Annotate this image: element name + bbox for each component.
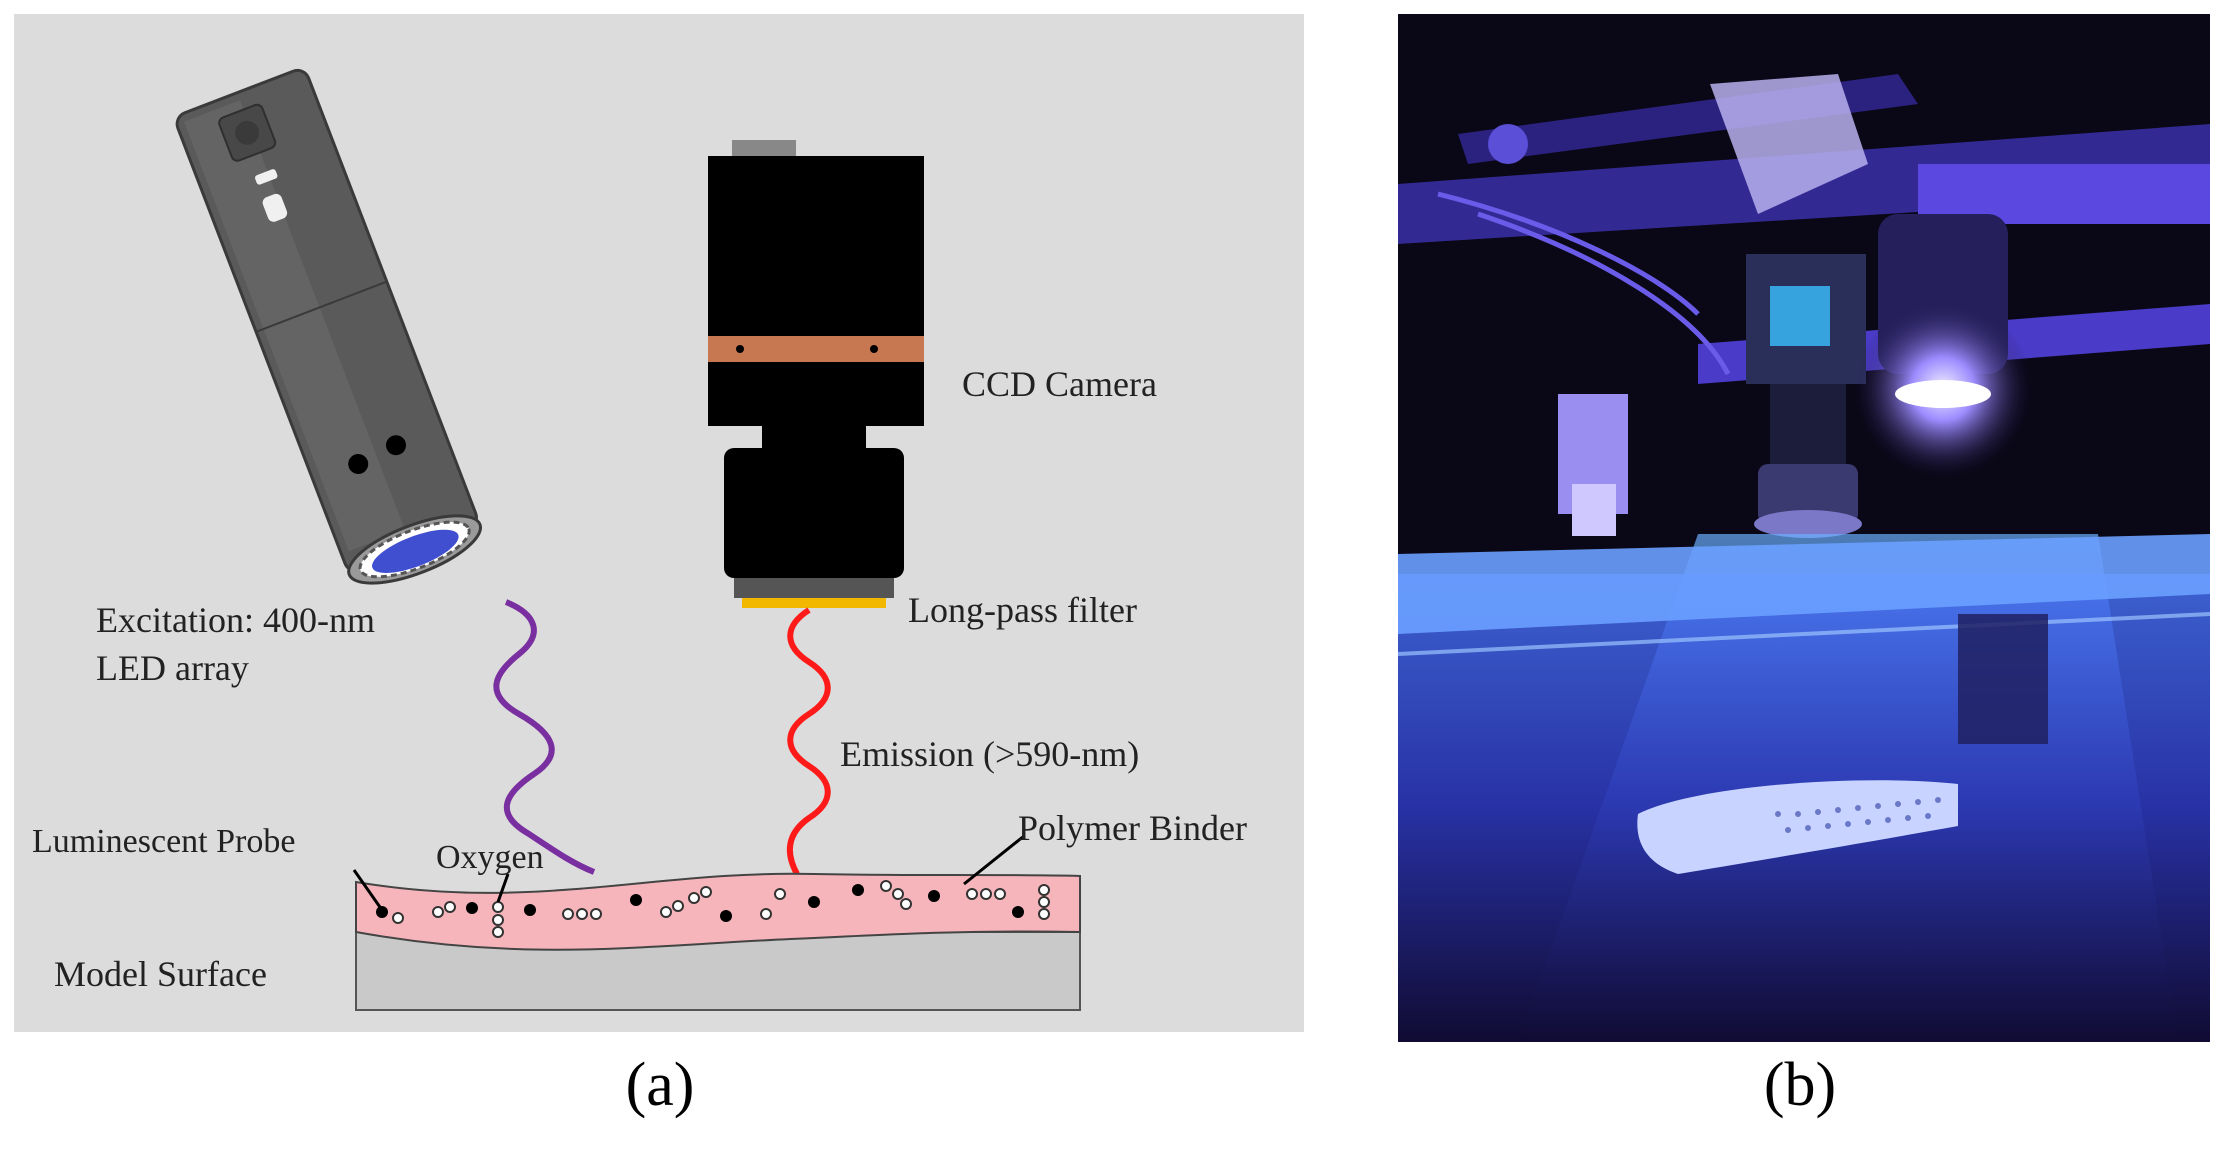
model-surface-label: Model Surface <box>54 954 267 994</box>
caption-a: (a) <box>625 1051 695 1119</box>
led-array <box>175 68 483 585</box>
uv-lamp <box>1853 214 2033 479</box>
binder-leader-line <box>963 834 1025 886</box>
photo-camera <box>1710 74 1868 538</box>
oxygen-label: Oxygen <box>436 839 544 876</box>
led-lens-icon <box>372 529 459 573</box>
excitation-wave <box>493 599 596 875</box>
emission-wave <box>786 607 831 876</box>
schematic-panel: CCD Camera Long-pass filter Excitation: … <box>14 14 1304 1032</box>
excitation-label-line2: LED array <box>96 648 249 688</box>
long-pass-filter <box>742 598 886 608</box>
tank-top-glass <box>1398 534 2210 634</box>
caption-b: (b) <box>1763 1051 1837 1119</box>
long-pass-filter-label: Long-pass filter <box>908 590 1137 630</box>
polymer-binder-label: Polymer Binder <box>1018 808 1247 848</box>
excitation-label-line1: Excitation: 400-nm <box>96 600 375 640</box>
photo-panel <box>1397 14 2211 1042</box>
ccd-camera-label: CCD Camera <box>962 364 1157 404</box>
luminescent-probes <box>376 884 1024 922</box>
emission-label: Emission (>590-nm) <box>840 734 1139 774</box>
test-model <box>1637 780 1958 874</box>
cables <box>1437 191 1731 376</box>
luminescent-probe-label: Luminescent Probe <box>32 823 295 860</box>
oxygen-molecules <box>392 880 1050 938</box>
ccd-camera <box>708 140 924 608</box>
probe-leader-line <box>352 869 384 911</box>
oxygen-leader-line <box>496 873 510 903</box>
